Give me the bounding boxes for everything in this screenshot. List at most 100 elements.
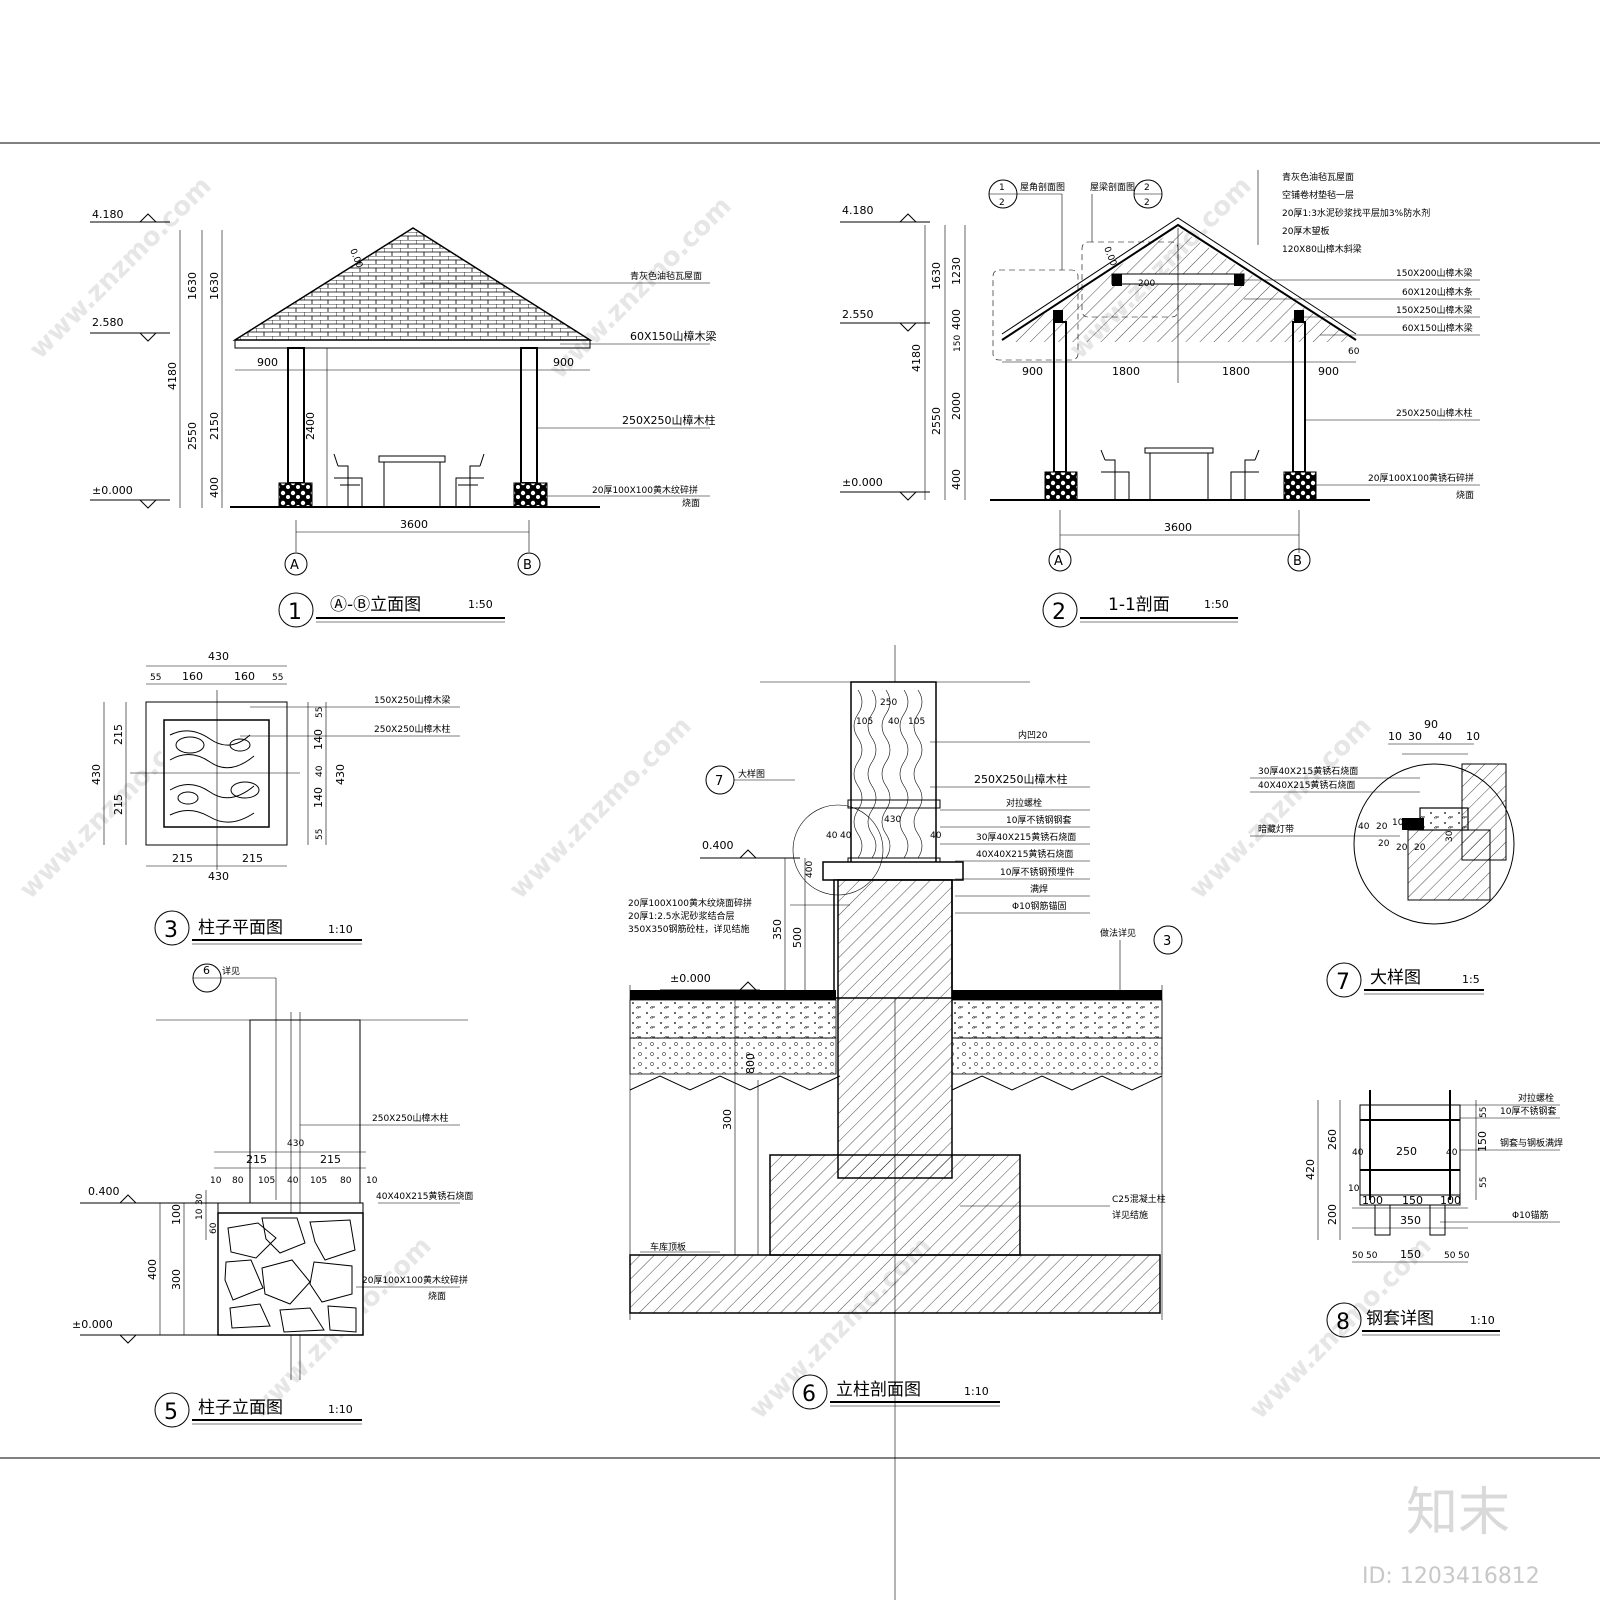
level-label: 0.400: [702, 839, 734, 852]
chair-left: [1100, 449, 1130, 500]
axis-label: B: [523, 558, 532, 573]
dim: 100: [170, 1204, 183, 1225]
level-label: 2.550: [842, 308, 874, 321]
stone-cap: [822, 861, 964, 881]
note: 暗藏灯带: [1258, 823, 1294, 835]
dim: 430: [208, 870, 229, 883]
dim: 100: [1362, 1194, 1383, 1207]
dim: 50: [1366, 1251, 1378, 1261]
garage-roof-slab: [629, 1254, 1161, 1314]
axis-label: A: [290, 558, 299, 573]
roof-tiles: [232, 227, 593, 341]
drawing-number: 8: [1336, 1310, 1350, 1335]
note: 250X250山樟木柱: [372, 1112, 449, 1124]
column-b: [1292, 321, 1306, 473]
note: 车库顶板: [650, 1241, 686, 1253]
dim: 10: [1392, 818, 1404, 828]
drawing-title: 大样图: [1370, 968, 1421, 988]
dim: 2550: [186, 422, 199, 450]
dim: 55: [272, 673, 283, 683]
dim: 215: [246, 1153, 267, 1166]
dim: 20: [1414, 843, 1426, 853]
drawing-number: 3: [164, 918, 178, 943]
note: 40X40X215黄锈石烧面: [976, 848, 1073, 860]
drawing-title: 柱子立面图: [198, 1398, 283, 1418]
column-b: [520, 347, 538, 484]
note: 钢套与钢板满焊: [1500, 1137, 1563, 1149]
dim: 1800: [1222, 365, 1250, 378]
drawing-number: 6: [802, 1382, 816, 1407]
dim: 300: [721, 1109, 734, 1130]
dim: 40: [287, 1176, 299, 1186]
axis-label: B: [1293, 554, 1302, 569]
detail-circle: [1353, 763, 1515, 925]
dim: 200: [1326, 1204, 1339, 1225]
drawing-number-circle: [1326, 962, 1362, 998]
dim: 350: [1400, 1214, 1421, 1227]
watermark-text: www.znzmo.com: [24, 171, 218, 365]
dim: 215: [172, 852, 193, 865]
dim: 1800: [1112, 365, 1140, 378]
dim: 50: [1444, 1251, 1456, 1261]
dim: 30: [195, 1193, 205, 1205]
callout-number: 2: [1144, 183, 1150, 193]
dim: 150: [1400, 1248, 1421, 1261]
note: 10厚不锈钢钢套: [1006, 814, 1071, 826]
dim: 40: [888, 717, 900, 727]
detail-circle: [792, 804, 884, 896]
note: 350X350钢筋砼柱，详见结施: [628, 923, 750, 935]
dim: 430: [90, 764, 103, 785]
note: 20厚1:3水泥砂浆找平层加3%防水剂: [1282, 207, 1430, 219]
note: 20厚100X100黄木纹碎拼: [362, 1274, 468, 1286]
dim: 0.00: [1101, 245, 1118, 268]
dim: 80: [232, 1176, 244, 1186]
note: 40X40X215黄锈石烧面: [376, 1190, 473, 1202]
dim: 40: [1358, 822, 1370, 832]
dim: 10: [366, 1176, 378, 1186]
dim: 30: [1445, 830, 1455, 842]
drawing-number-circle: [154, 910, 190, 946]
note: 对拉螺栓: [1518, 1092, 1554, 1104]
dim: 160: [234, 670, 255, 683]
note: 详见结施: [1112, 1209, 1148, 1221]
dim: 55: [1479, 1177, 1489, 1188]
dim: 500: [791, 927, 804, 948]
callout-number: 3: [1163, 934, 1171, 949]
dim: 105: [258, 1176, 275, 1186]
dim: 80: [340, 1176, 352, 1186]
dim: 1630: [930, 262, 943, 290]
dim: 1230: [950, 257, 963, 285]
dim: 60: [209, 1222, 219, 1234]
drawing-scale: 1:10: [328, 923, 353, 936]
dim: 215: [112, 794, 125, 815]
note: 150X200山樟木梁: [1396, 267, 1473, 279]
dim: 400: [146, 1259, 159, 1280]
note: 20厚100X100黄木纹烧面碎拼: [628, 897, 752, 909]
note: 空铺卷材垫毡一层: [1282, 189, 1354, 201]
drawing-title: 钢套详图: [1366, 1309, 1434, 1329]
callout-text: 详见: [222, 965, 240, 977]
level-label: 0.400: [88, 1185, 120, 1198]
dim: 430: [208, 650, 229, 663]
note: Φ10锚筋: [1512, 1209, 1549, 1221]
drawing-2-section: 4.180 2.550 ±0.000 1630 1230 4180 400 15…: [840, 170, 1480, 628]
dim: 140: [312, 729, 325, 750]
note: 250X250山樟木柱: [1396, 407, 1473, 419]
dim: 260: [1326, 1129, 1339, 1150]
drawing-7-detail: 90 10 30 40 10 40 20 10 20 20 20 30 30厚4…: [1250, 718, 1515, 998]
dim: 900: [1318, 365, 1339, 378]
column-base-a: [278, 482, 313, 508]
note: 60X150山樟木梁: [1402, 322, 1473, 334]
roof-line: [1001, 223, 1357, 341]
dim: 400: [208, 477, 221, 498]
axis-a-marker: [284, 552, 308, 576]
column-base-a: [1044, 471, 1078, 501]
dim: 10: [195, 1208, 205, 1220]
dim: 300: [170, 1269, 183, 1290]
drawing-number-circle: [1042, 592, 1078, 628]
drawing-number: 1: [288, 600, 302, 625]
dim: 4180: [166, 362, 179, 390]
wood-column: [850, 681, 937, 883]
dim: 40: [930, 831, 942, 841]
dim: 3600: [1164, 521, 1192, 534]
